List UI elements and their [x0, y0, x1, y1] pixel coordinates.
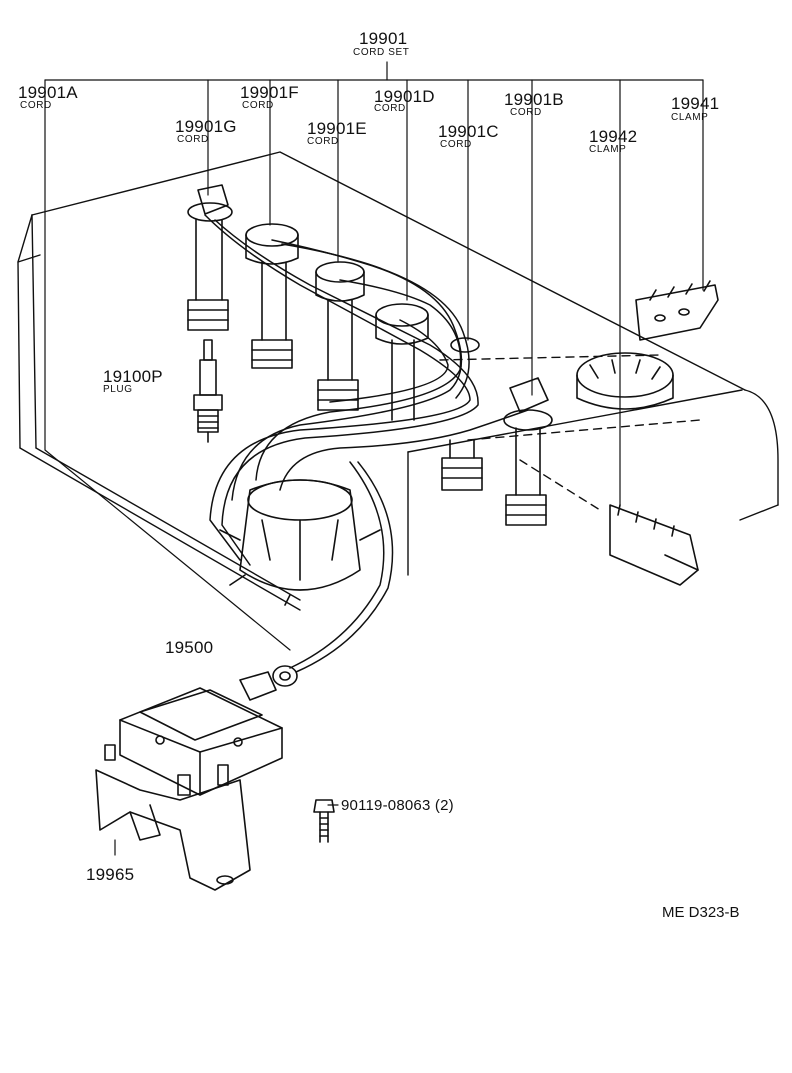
label-cord-c-number: 19901C	[438, 122, 499, 141]
ignition-coil	[120, 666, 297, 795]
label-cord-c-name: CORD	[440, 139, 472, 150]
oil-filler-cap	[577, 353, 673, 409]
reference-code: ME D323-B	[662, 904, 740, 921]
label-cord-a-name: CORD	[20, 100, 52, 111]
label-bolt-number: 90119-08063 (2)	[341, 797, 454, 814]
label-clamp-19941-name: CLAMP	[671, 112, 709, 123]
clamp-19942	[610, 505, 698, 585]
bolt	[314, 800, 334, 842]
engine-head-outline	[18, 152, 778, 610]
label-clamp-19942-number: 19942	[589, 127, 638, 146]
label-cord-b-name: CORD	[510, 107, 542, 118]
cord-bundle	[205, 215, 528, 672]
label-cord-set-number: 19901	[359, 29, 408, 48]
label-cord-g-number: 19901G	[175, 117, 237, 136]
label-clamp-19941-number: 19941	[671, 94, 720, 113]
label-cord-f-name: CORD	[242, 100, 274, 111]
plug-boot-e	[316, 262, 364, 410]
spark-plug	[194, 340, 222, 442]
label-cord-e-name: CORD	[307, 136, 339, 147]
label-cord-b-number: 19901B	[504, 90, 564, 109]
distributor-cap	[220, 480, 380, 605]
label-cord-e-number: 19901E	[307, 119, 367, 138]
plug-boot-c	[442, 338, 482, 490]
label-cord-f-number: 19901F	[240, 83, 299, 102]
leader-lines	[45, 62, 703, 855]
label-plug-name: PLUG	[103, 384, 133, 395]
plug-boot-f	[246, 224, 298, 368]
label-cord-a-number: 19901A	[18, 83, 78, 102]
label-plug-number: 19100P	[103, 367, 163, 386]
coil-bracket	[96, 745, 250, 890]
plug-boot-g	[188, 185, 232, 330]
label-coil-number: 19500	[165, 638, 214, 657]
label-cord-set-name: CORD SET	[353, 47, 410, 58]
label-bracket-number: 19965	[86, 865, 135, 884]
label-cord-d-name: CORD	[374, 103, 406, 114]
label-cord-d-number: 19901D	[374, 87, 435, 106]
label-clamp-19942-name: CLAMP	[589, 144, 627, 155]
plug-boot-b	[504, 378, 552, 525]
clamp-19941	[636, 281, 718, 340]
label-cord-g-name: CORD	[177, 134, 209, 145]
